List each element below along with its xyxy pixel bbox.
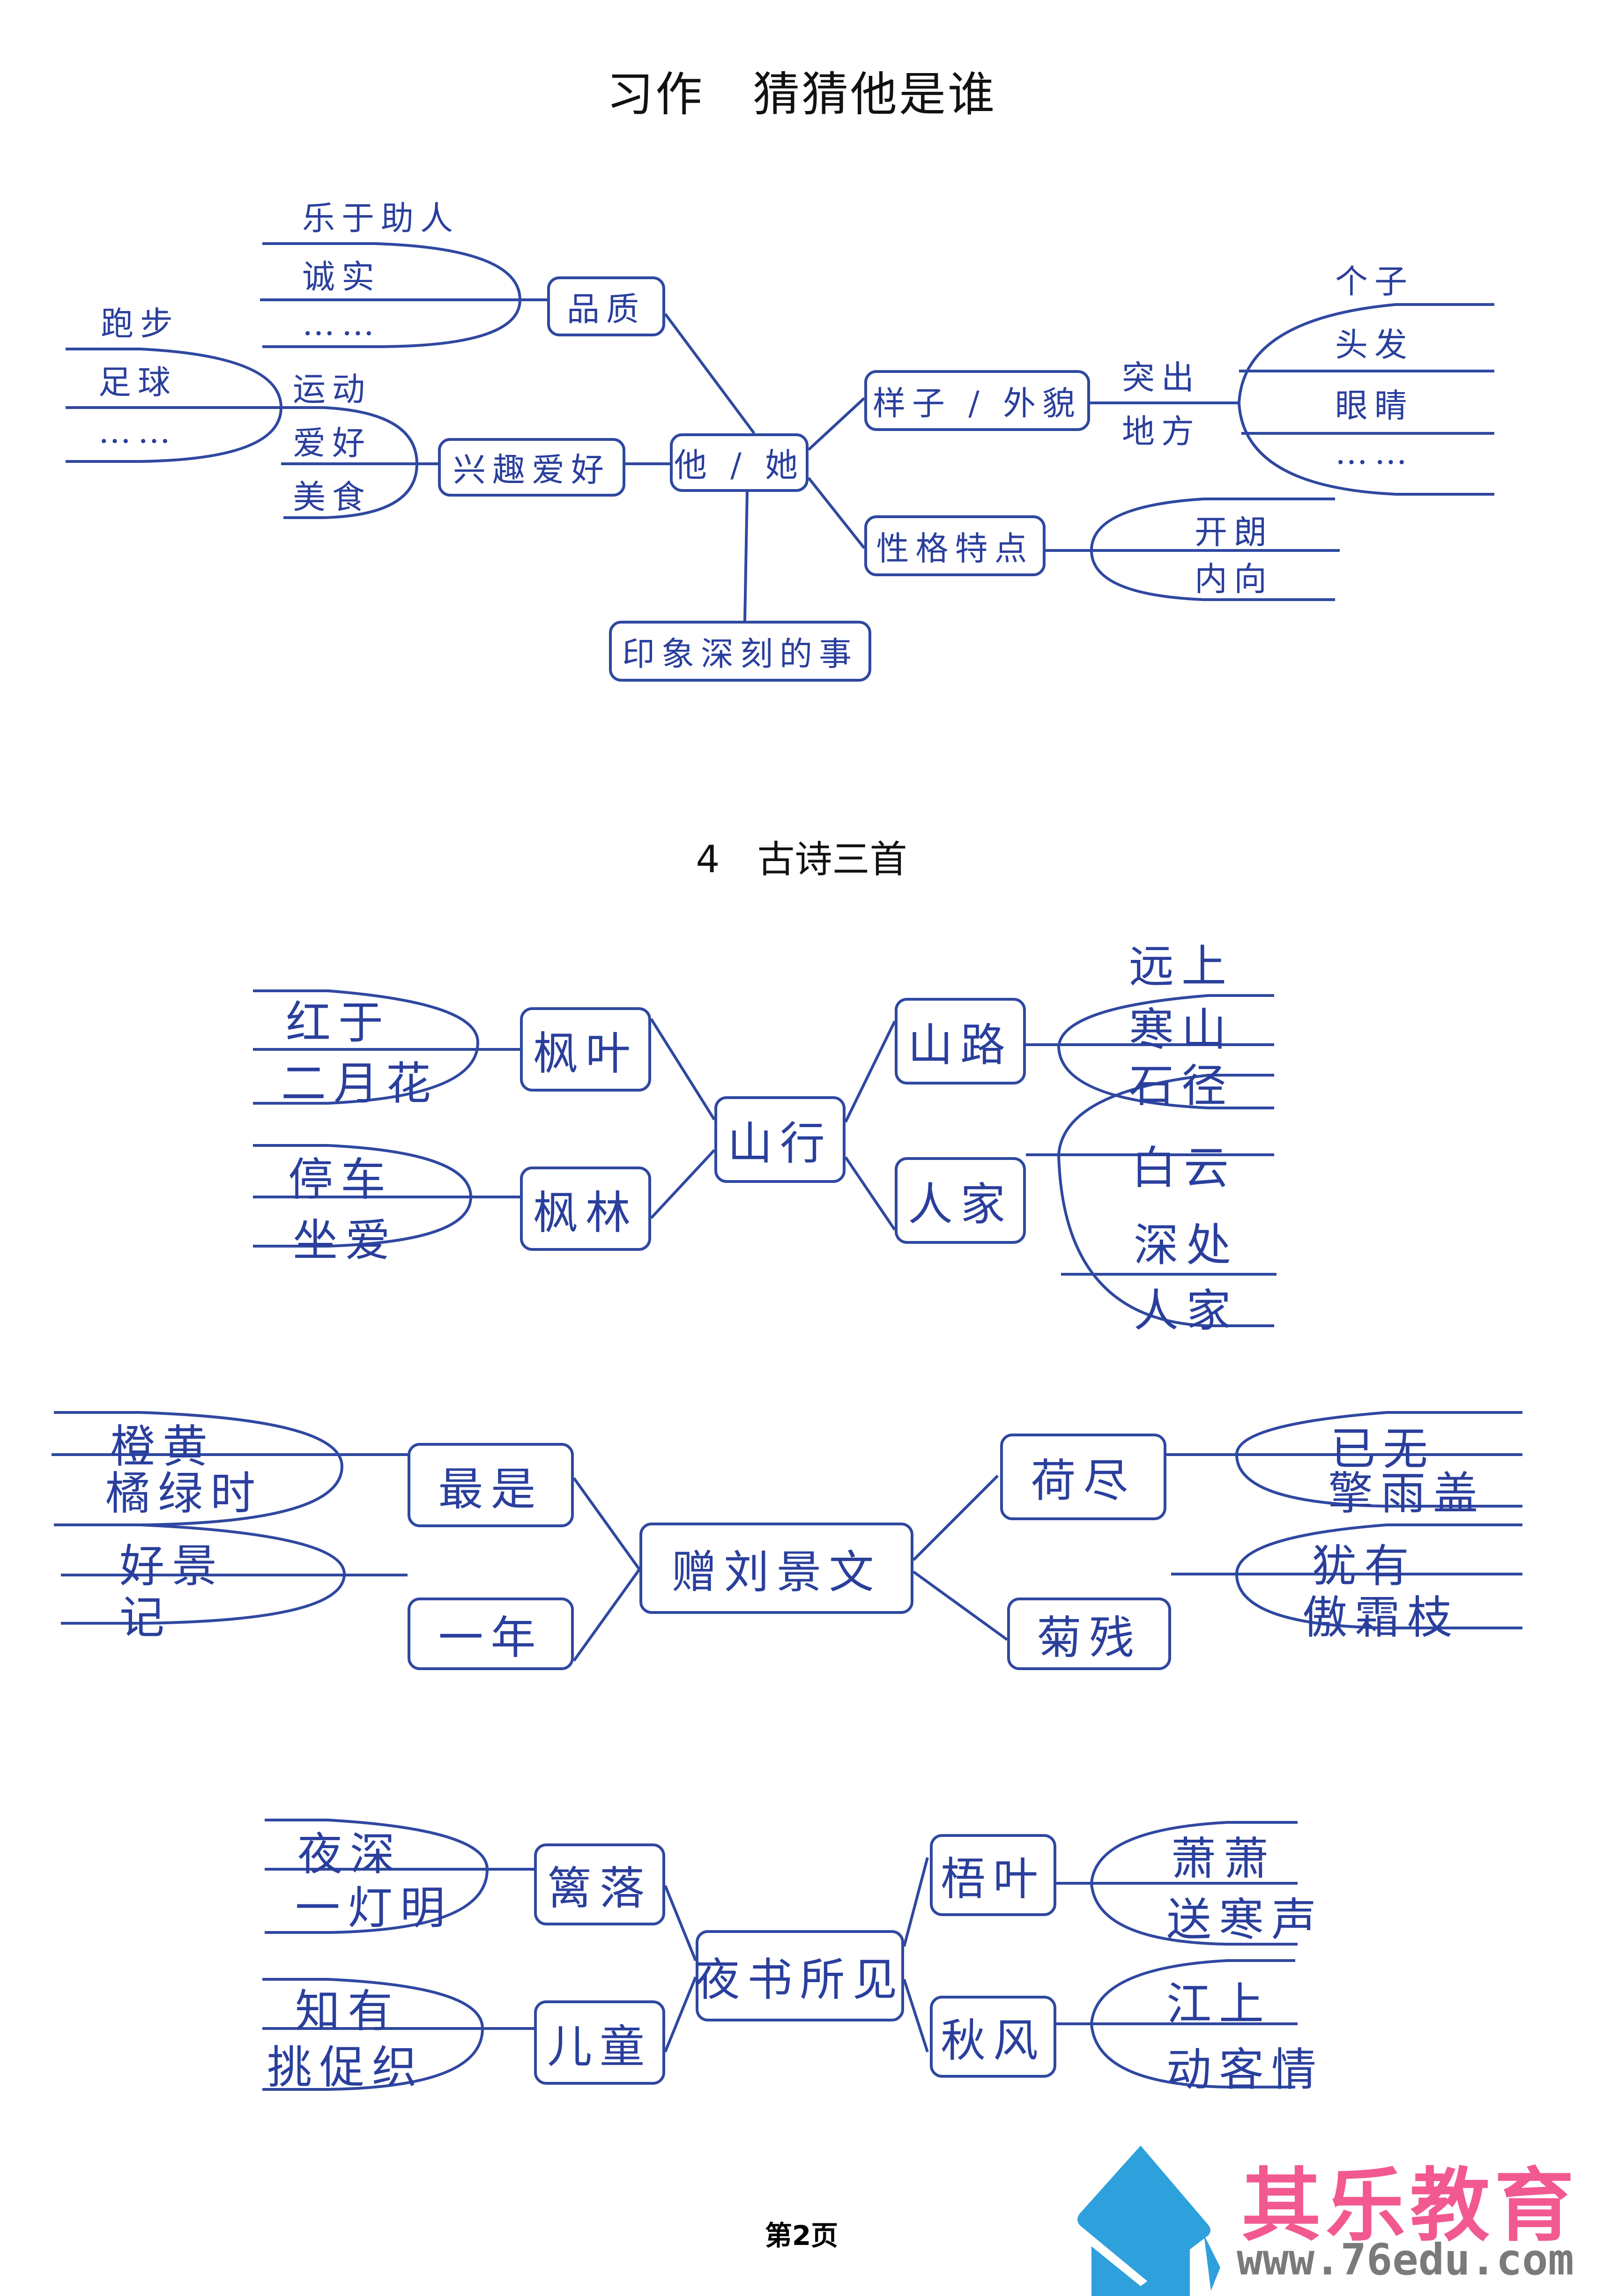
poem1-right1-item2: 寒山 xyxy=(1129,1003,1234,1056)
leaf-appearance-3: 眼睛 xyxy=(1335,386,1414,425)
watermark-url: www.76edu.com xyxy=(1237,2235,1574,2285)
connectors-yeshusuojian xyxy=(262,1819,1298,2091)
poem1-center-label: 山行 xyxy=(727,1117,832,1170)
poem3-right1-item1: 萧萧 xyxy=(1171,1833,1276,1885)
poem2-node-right2: 菊残 xyxy=(1007,1598,1171,1670)
poem2-right1-item2: 擎雨盖 xyxy=(1328,1467,1485,1520)
section-title-poems: 4 古诗三首 xyxy=(696,838,907,881)
poem1-right2-item2: 深处 xyxy=(1134,1219,1239,1271)
page-number: 第2页 xyxy=(764,2220,839,2251)
leaf-sport-1: 跑步 xyxy=(101,305,179,343)
poem3-right2-label: 秋风 xyxy=(941,2014,1046,2067)
poem3-node-right2: 秋风 xyxy=(930,1996,1056,2078)
poem2-right1-item1: 已无 xyxy=(1330,1423,1435,1475)
graduation-cap-icon xyxy=(1077,2146,1220,2296)
leaf-hobby-food: 美食 xyxy=(293,478,371,516)
cap-tassel xyxy=(1204,2235,1220,2291)
poem2-left1-item2: 橘绿时 xyxy=(105,1467,263,1520)
poem2-left1-label: 最是 xyxy=(438,1463,543,1516)
poem1-left2-item2: 坐爱 xyxy=(293,1214,398,1267)
poem1-left1-label: 枫叶 xyxy=(533,1027,638,1080)
appearance-connector-top: 突出 xyxy=(1122,358,1201,397)
poem3-node-right1: 梧叶 xyxy=(930,1834,1056,1916)
poem1-right1-item1: 远上 xyxy=(1129,940,1234,993)
node-hobby-label: 兴趣爱好 xyxy=(453,451,610,489)
poem2-center: 赠刘景文 xyxy=(639,1523,913,1614)
node-personality-label: 性格特点 xyxy=(876,529,1034,568)
node-event-label: 印象深刻的事 xyxy=(622,634,858,673)
node-memorable-event: 印象深刻的事 xyxy=(609,621,871,682)
connectors-section1 xyxy=(66,242,1494,621)
node-center-he-she: 他 / 她 xyxy=(670,433,809,492)
poem3-left2-label: 儿童 xyxy=(547,2020,652,2073)
node-center-label: 他 / 她 xyxy=(674,446,805,484)
poem1-node-left2: 枫林 xyxy=(520,1167,651,1251)
poem1-left1-item2: 二月花 xyxy=(281,1057,438,1110)
poem3-left1-label: 篱落 xyxy=(547,1862,652,1915)
leaf-quality-1: 乐于助人 xyxy=(302,199,460,238)
cap-base xyxy=(1091,2246,1190,2296)
poem2-right2-item2: 傲霜枝 xyxy=(1302,1591,1460,1644)
poem1-left2-label: 枫林 xyxy=(533,1186,638,1239)
leaf-appearance-1: 个子 xyxy=(1335,262,1414,301)
leaf-quality-2: 诚实 xyxy=(302,258,381,296)
leaf-sport-3: …… xyxy=(98,412,177,451)
poem2-right1-label: 荷尽 xyxy=(1031,1455,1136,1507)
poem3-left2-item2: 挑促织 xyxy=(267,2041,424,2094)
poem1-right1-label: 山路 xyxy=(908,1019,1013,1071)
cap-top xyxy=(1077,2146,1210,2281)
poem3-left1-item1: 夜深 xyxy=(297,1828,402,1880)
poem2-center-label: 赠刘景文 xyxy=(671,1546,882,1598)
leaf-quality-3: …… xyxy=(302,305,381,343)
poem2-right2-label: 菊残 xyxy=(1037,1612,1142,1664)
poem1-center: 山行 xyxy=(714,1096,846,1183)
node-personality: 性格特点 xyxy=(864,515,1046,576)
poem2-left2-item2: 记 xyxy=(119,1591,172,1644)
poem3-right1-label: 梧叶 xyxy=(941,1853,1046,1905)
poem3-center: 夜书所见 xyxy=(695,1930,905,2021)
poem3-node-left1: 篱落 xyxy=(534,1843,665,1925)
poem2-right2-item1: 犹有 xyxy=(1312,1540,1417,1592)
poem3-node-left2: 儿童 xyxy=(534,2000,665,2085)
node-appearance-label: 样子 / 外貌 xyxy=(872,384,1082,423)
leaf-personality-2: 内向 xyxy=(1195,560,1273,598)
connectors-zengliujingwen xyxy=(52,1411,1522,1662)
hobby-connector-top: 运动 xyxy=(293,370,371,409)
node-quality-label: 品质 xyxy=(567,290,646,328)
poem1-node-right2: 人家 xyxy=(895,1157,1026,1244)
poem2-left2-label: 一年 xyxy=(438,1612,543,1664)
poem3-center-label: 夜书所见 xyxy=(695,1954,905,2006)
page-title-composition: 习作 猜猜他是谁 xyxy=(607,67,996,122)
poem3-right1-item2: 送寒声 xyxy=(1166,1894,1324,1946)
poem2-left2-item1: 好景 xyxy=(119,1540,224,1592)
poem2-node-right1: 荷尽 xyxy=(1000,1434,1166,1520)
node-quality: 品质 xyxy=(547,276,665,336)
watermark-brand: 其乐教育 xyxy=(1241,2160,1579,2252)
poem3-left1-item2: 一灯明 xyxy=(295,1882,453,1934)
poem1-left2-item1: 停车 xyxy=(288,1153,393,1206)
poem1-node-right1: 山路 xyxy=(895,998,1026,1085)
poem3-right2-item1: 江上 xyxy=(1166,1978,1271,2030)
poem1-left1-item1: 红于 xyxy=(286,996,391,1049)
poem1-right2-label: 人家 xyxy=(908,1178,1013,1231)
leaf-appearance-2: 头发 xyxy=(1335,326,1414,364)
node-appearance: 样子 / 外貌 xyxy=(864,370,1090,431)
poem3-right2-item2: 动客情 xyxy=(1166,2043,1324,2096)
poem3-left2-item1: 知有 xyxy=(295,1985,400,2037)
connectors-shanxing xyxy=(253,989,1276,1327)
poem1-right2-item1: 白云 xyxy=(1131,1142,1236,1194)
poem1-node-left1: 枫叶 xyxy=(520,1007,651,1092)
poem2-node-left1: 最是 xyxy=(408,1443,574,1527)
poem2-left1-item1: 橙黄 xyxy=(110,1420,215,1473)
node-hobby: 兴趣爱好 xyxy=(438,438,625,497)
hobby-connector-bottom: 爱好 xyxy=(293,424,371,462)
poem2-node-left2: 一年 xyxy=(408,1598,574,1670)
poem1-right1-item3: 石径 xyxy=(1129,1060,1234,1112)
poem1-right2-item3: 人家 xyxy=(1134,1285,1239,1337)
appearance-connector-bottom: 地方 xyxy=(1122,412,1201,451)
leaf-appearance-4: …… xyxy=(1335,433,1414,472)
leaf-personality-1: 开朗 xyxy=(1195,513,1273,551)
leaf-sport-2: 足球 xyxy=(98,363,177,401)
